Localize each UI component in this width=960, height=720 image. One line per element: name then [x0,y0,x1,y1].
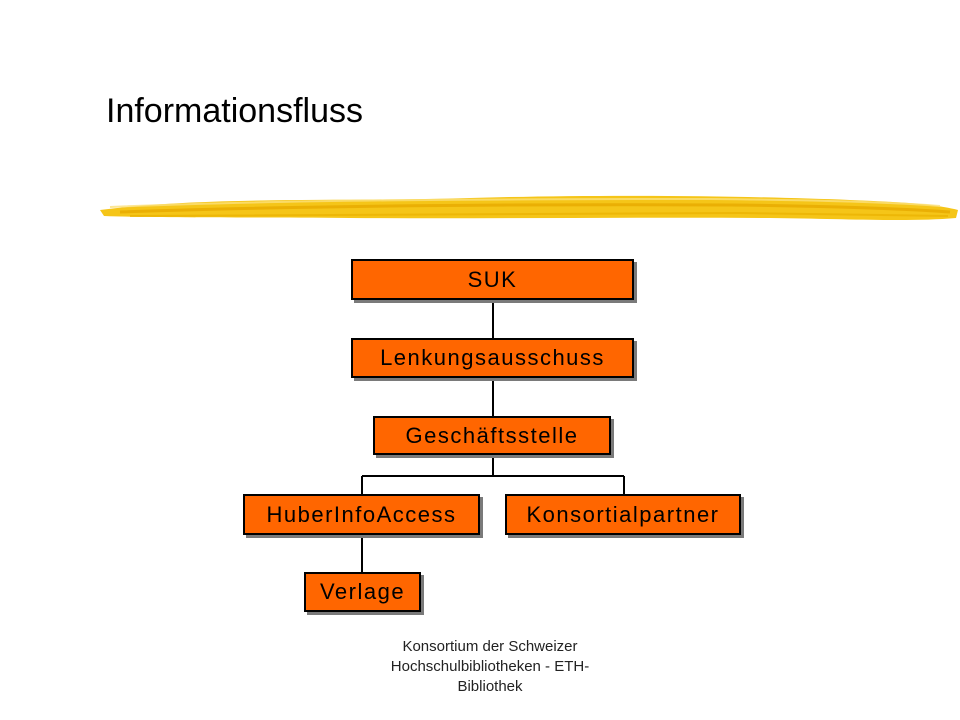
slide-footer: Konsortium der Schweizer Hochschulbiblio… [330,637,650,697]
slide-title: Informationsfluss [106,92,363,130]
node-huberinfoaccess: HuberInfoAccess [243,494,480,535]
node-verlage: Verlage [304,572,421,612]
node-konsortialpartner: Konsortialpartner [505,494,741,535]
decorative-brush-stroke [100,195,958,221]
node-lenkungsausschuss: Lenkungsausschuss [351,338,634,378]
footer-line-1: Konsortium der Schweizer [402,638,578,655]
footer-line-2: Hochschulbibliotheken - ETH- [390,658,590,675]
node-suk: SUK [351,259,634,300]
footer-line-3: Bibliothek [457,678,523,695]
node-geschaeftsstelle: Geschäftsstelle [373,416,611,455]
